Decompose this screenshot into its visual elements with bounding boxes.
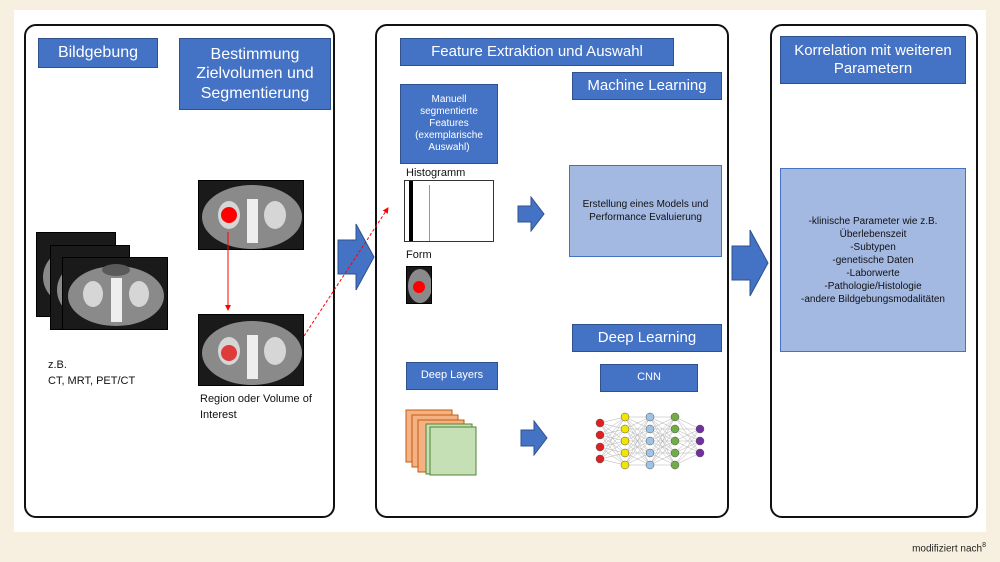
diagram-canvas: Bildgebung Bestimmung Zielvolumen und Se…	[14, 10, 986, 532]
cnn-connection	[624, 428, 651, 466]
cnn-connection	[674, 428, 701, 454]
cnn-connection	[624, 440, 651, 466]
cnn-connection	[624, 416, 651, 454]
roi-marker-bottom	[221, 345, 237, 361]
cnn-connection	[599, 416, 626, 460]
cnn-connection	[649, 416, 676, 454]
deep-layers-image	[405, 409, 477, 476]
cnn-node	[620, 460, 630, 470]
cnn-node	[595, 418, 605, 428]
cnn-connection	[624, 416, 651, 430]
cnn-connection	[624, 416, 651, 442]
cnn-connection	[599, 416, 626, 424]
cnn-node	[620, 436, 630, 446]
dl-header: Deep Learning	[572, 324, 722, 352]
deep-layers-box: Deep Layers	[406, 362, 498, 390]
cnn-connection	[599, 458, 626, 466]
cnn-node	[645, 412, 655, 422]
ml-model-box: Erstellung eines Models und Performance …	[569, 165, 722, 257]
cnn-connection	[674, 440, 701, 466]
cnn-connection	[649, 440, 676, 466]
cnn-connection	[674, 428, 701, 466]
cnn-box: CNN	[600, 364, 698, 392]
red-connectors	[225, 207, 389, 337]
cnn-node	[620, 424, 630, 434]
cnn-connection	[674, 452, 701, 466]
header-bildgebung: Bildgebung	[38, 38, 158, 68]
cnn-connection	[599, 440, 626, 460]
cnn-node	[620, 448, 630, 458]
cnn-connection	[649, 452, 676, 466]
cnn-connection	[599, 416, 626, 436]
cnn-node	[645, 448, 655, 458]
cnn-node	[695, 424, 705, 434]
ct-segmentation-image-top	[198, 180, 304, 250]
cnn-connection	[624, 452, 651, 466]
ct-segmentation-image-bottom	[198, 314, 304, 386]
cnn-node	[595, 454, 605, 464]
footer-text: modifiziert nach	[912, 543, 983, 554]
cnn-connection	[649, 416, 676, 430]
cnn-network-image	[595, 412, 705, 470]
cnn-node	[670, 448, 680, 458]
cnn-node	[645, 424, 655, 434]
cnn-node	[670, 436, 680, 446]
header-bestimmung: Bestimmung Zielvolumen und Segmentierung	[179, 38, 331, 110]
cnn-connection	[624, 416, 651, 466]
ct-stack-image-3	[62, 257, 168, 330]
cnn-connection	[599, 416, 626, 448]
cnn-node	[595, 430, 605, 440]
histogram-image	[404, 180, 494, 242]
form-label: Form	[406, 249, 432, 261]
flow-arrow-2	[731, 229, 769, 297]
cnn-connection	[674, 428, 701, 442]
flow-arrow-1	[337, 223, 375, 291]
cnn-connection	[649, 416, 676, 466]
header-feature-extraction: Feature Extraktion und Auswahl	[400, 38, 674, 66]
cnn-node	[645, 436, 655, 446]
cnn-node	[695, 436, 705, 446]
roi-marker-top	[221, 207, 237, 223]
histogram-label: Histogramm	[406, 167, 466, 179]
cnn-connection	[599, 428, 626, 460]
manual-features-box: Manuell segmentierte Features (exemplari…	[400, 84, 498, 164]
arrow-layers-to-cnn	[520, 420, 548, 456]
cnn-connection	[674, 416, 701, 430]
cnn-connection	[649, 416, 676, 442]
cnn-connection	[599, 452, 626, 460]
roi-label: Region oder Volume of Interest	[200, 393, 312, 421]
arrow-features-to-ml	[517, 196, 545, 232]
footer-ref: 8	[982, 541, 986, 549]
cnn-node	[645, 460, 655, 470]
footer-reference: modifiziert nach8	[912, 542, 986, 554]
cnn-node	[620, 412, 630, 422]
cnn-node	[670, 424, 680, 434]
form-roi-marker	[413, 281, 425, 293]
form-image	[406, 266, 432, 304]
cnn-node	[695, 448, 705, 458]
header-correlation: Korrelation mit weiteren Parametern	[780, 36, 966, 84]
cnn-node	[670, 460, 680, 470]
ml-header: Machine Learning	[572, 72, 722, 100]
cnn-node	[670, 412, 680, 422]
modalities-text: z.B. CT, MRT, PET/CT	[48, 359, 136, 387]
cnn-node	[595, 442, 605, 452]
parameters-box: -klinische Parameter wie z.B. Überlebens…	[780, 168, 966, 352]
cnn-connection	[649, 428, 676, 466]
roi-to-features-arrow	[303, 207, 389, 337]
